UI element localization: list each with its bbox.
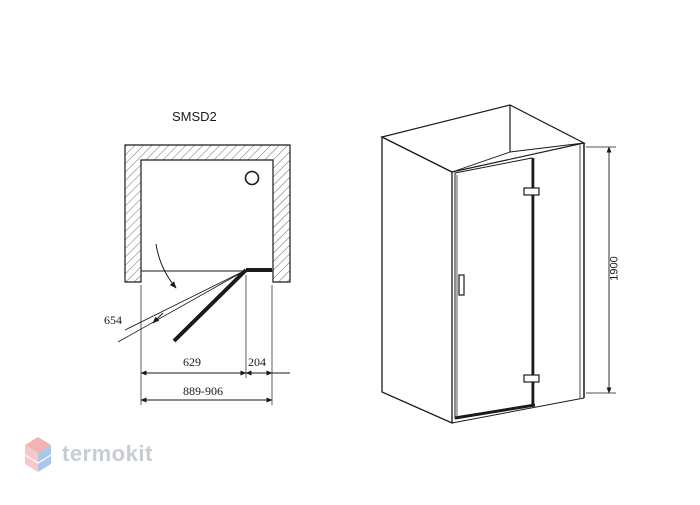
angle-arrow xyxy=(152,312,164,324)
hinge-bottom xyxy=(523,374,540,383)
angle-guide-line xyxy=(124,269,247,331)
plan-view xyxy=(117,144,291,405)
dim-label-fixed: 204 xyxy=(248,355,266,369)
dim-label-angle: 654 xyxy=(104,313,122,327)
drain-icon xyxy=(244,170,260,186)
brand-watermark: termokit xyxy=(22,436,182,476)
brand-name: termokit xyxy=(62,441,153,466)
door-handle xyxy=(458,274,465,296)
hinge-top xyxy=(523,187,540,196)
angle-guide-line-2 xyxy=(117,269,247,343)
door-leaf xyxy=(454,157,533,419)
door-swing-arc xyxy=(155,243,177,289)
dim-label-height: 1900 xyxy=(608,256,621,281)
dim-label-panel: 629 xyxy=(183,355,201,369)
dim-label-total: 889-906 xyxy=(183,384,223,398)
brand-logo-icon xyxy=(24,437,52,472)
open-door-panel xyxy=(172,268,248,343)
plan-walls xyxy=(124,144,291,283)
shower-tray-outline xyxy=(140,159,274,272)
enclosure-3d-view xyxy=(380,104,616,424)
plan-title: SMSD2 xyxy=(172,109,217,124)
